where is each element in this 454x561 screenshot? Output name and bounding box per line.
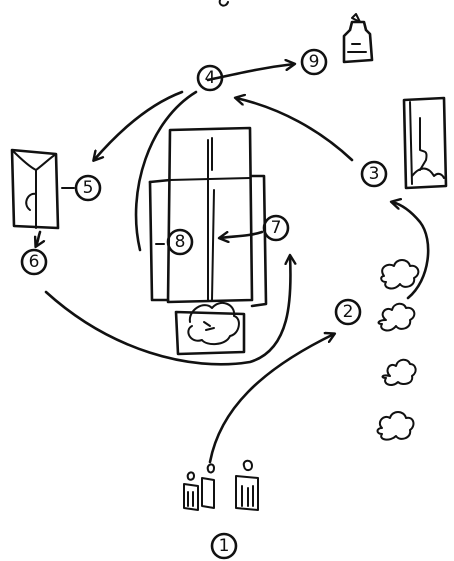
central-boxes: [150, 128, 266, 306]
screen-icon: [404, 98, 446, 188]
step-3-label: 3: [369, 164, 380, 184]
step-5: 5: [76, 176, 100, 200]
step-3: 3: [362, 162, 386, 186]
step-2-label: 2: [343, 302, 354, 322]
bottle-icon: [344, 14, 372, 62]
envelope-icon: [12, 150, 58, 228]
step-8: 8: [168, 230, 192, 254]
arrow-3-to-4: [236, 98, 352, 160]
step-7-label: 7: [271, 218, 282, 238]
tray-icon: [176, 303, 244, 354]
step-9: 9: [302, 50, 326, 74]
step-7: 7: [264, 216, 288, 240]
arrow-4-to-8: [136, 92, 196, 250]
step-1: 1: [212, 534, 236, 558]
cloud-icons: [378, 260, 419, 440]
step-4-label: 4: [205, 68, 216, 88]
step-1-label: 1: [219, 536, 230, 556]
step-5-label: 5: [83, 178, 94, 198]
link-envelope-6: [36, 232, 40, 246]
people-icon: [184, 461, 258, 510]
arrow-7-to-8: [220, 232, 262, 238]
step-8-label: 8: [175, 232, 186, 252]
step-2: 2: [336, 300, 360, 324]
arrow-clouds-to-3: [392, 202, 428, 298]
step-9-label: 9: [309, 52, 320, 72]
top-scribble: [220, 0, 228, 6]
step-6: 6: [22, 250, 46, 274]
step-6-label: 6: [29, 252, 40, 272]
